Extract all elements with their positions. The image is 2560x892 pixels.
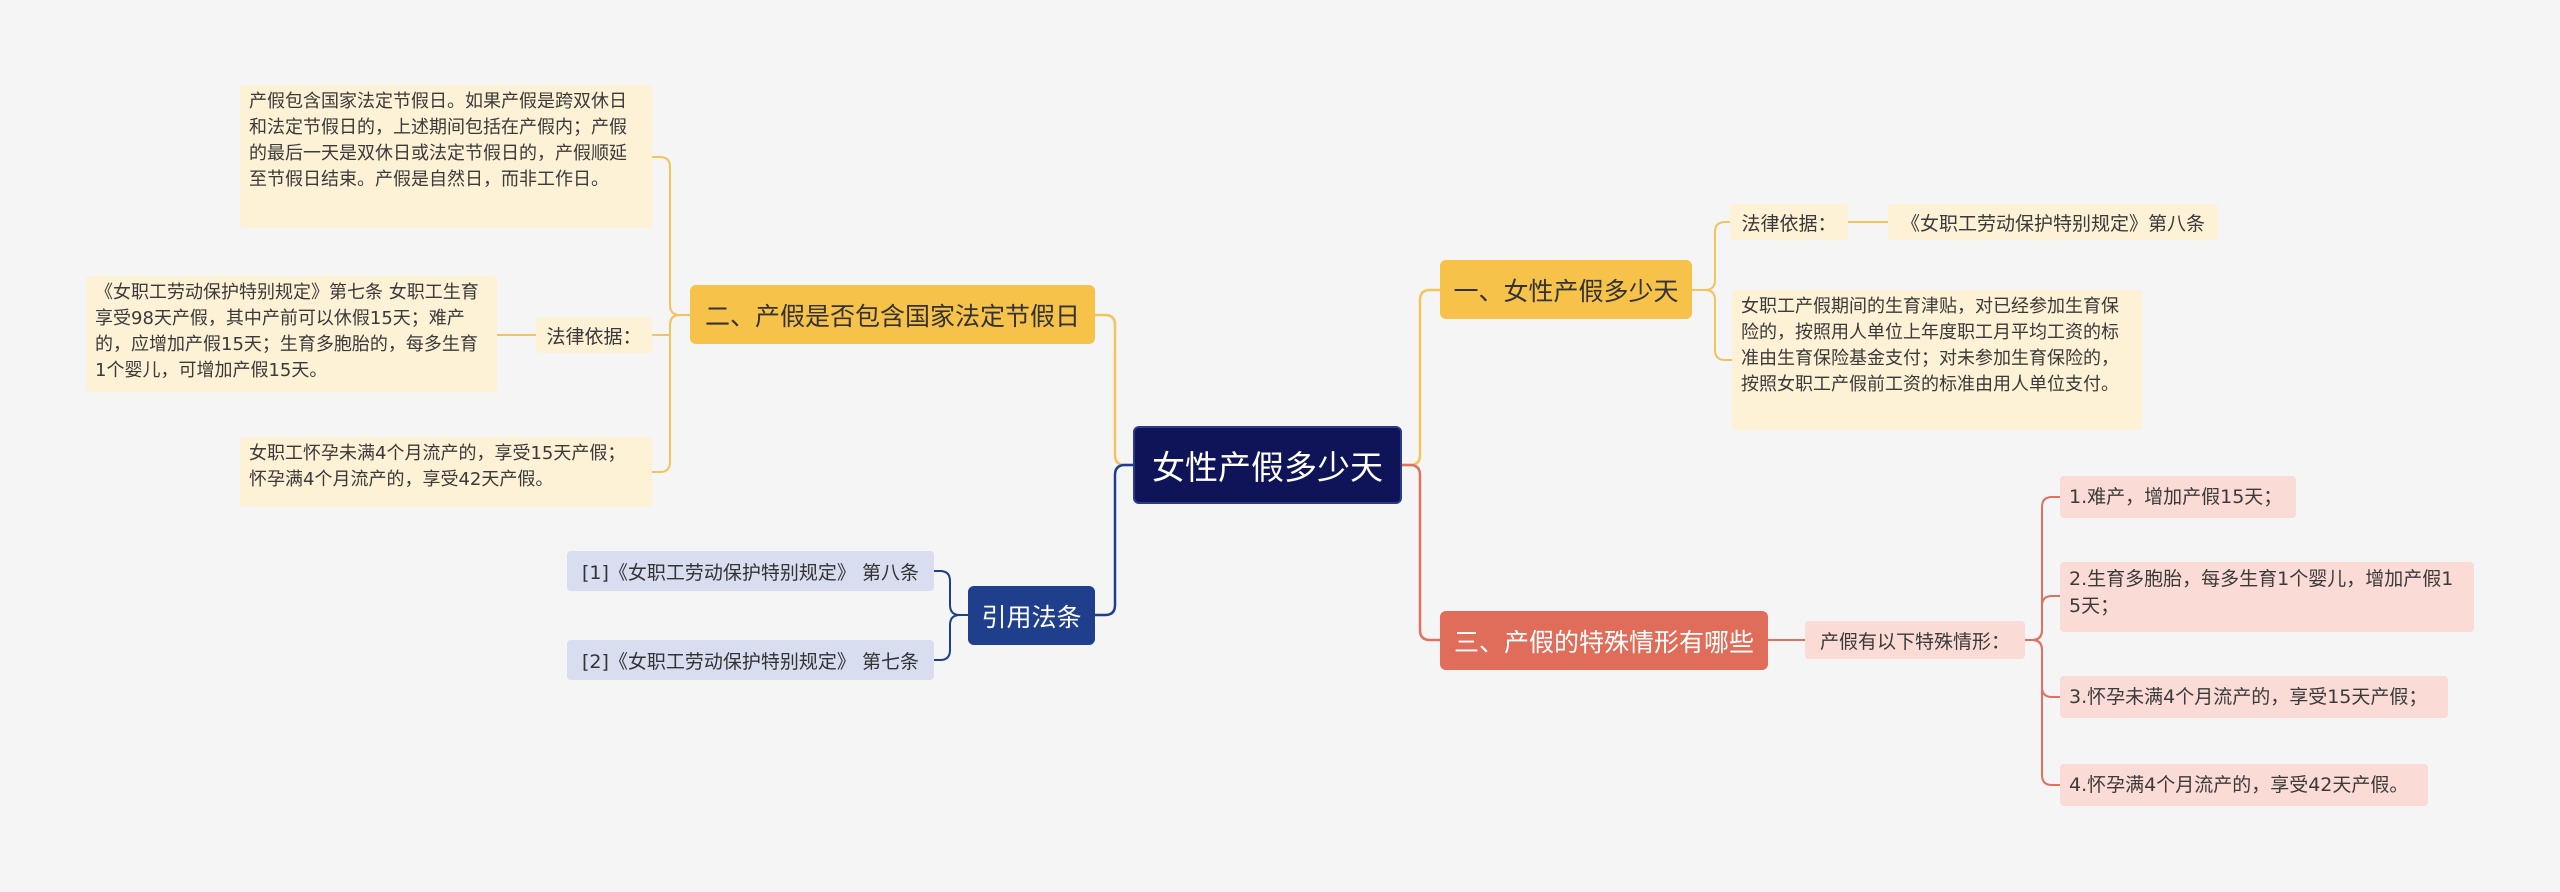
b2-legal-label[interactable]: 法律依据：: [536, 317, 652, 353]
link-b1-detail: [1692, 289, 1732, 361]
b4-ref-2[interactable]: [2]《女职工劳动保护特别规定》 第七条: [567, 640, 934, 680]
branch-1-title: 一、女性产假多少天: [1453, 276, 1679, 306]
branch-2-node[interactable]: 二、产假是否包含国家法定节假日: [690, 285, 1095, 344]
b1-detail-text[interactable]: 女职工产假期间的生育津贴，对已经参加生育保险的，按照用人单位上年度职工月平均工资…: [1732, 290, 2142, 430]
branch-3-title: 三、产假的特殊情形有哪些: [1453, 627, 1754, 657]
branch-4-title: 引用法条: [981, 602, 1082, 632]
link-b4-ref2: [934, 614, 968, 661]
link-root-b2: [1095, 313, 1133, 467]
b2-note-bottom[interactable]: 女职工怀孕未满4个月流产的，享受15天产假；怀孕满4个月流产的，享受42天产假。: [240, 437, 652, 507]
link-root-b3: [1402, 463, 1440, 642]
b3-label[interactable]: 产假有以下特殊情形：: [1805, 621, 2025, 659]
branch-3-node[interactable]: 三、产假的特殊情形有哪些: [1440, 611, 1768, 670]
link-b2-note-top: [652, 156, 690, 316]
link-b3-item4: [2025, 639, 2060, 786]
b3-item-4[interactable]: 4.怀孕满4个月流产的，享受42天产假。: [2060, 764, 2428, 806]
b3-item-1[interactable]: 1.难产，增加产假15天；: [2060, 476, 2296, 518]
b4-ref-1[interactable]: [1]《女职工劳动保护特别规定》 第八条: [567, 551, 934, 591]
b3-item-2[interactable]: 2.生育多胞胎，每多生育1个婴儿，增加产假15天；: [2060, 562, 2474, 632]
branch-1-node[interactable]: 一、女性产假多少天: [1440, 260, 1692, 319]
root-title: 女性产假多少天: [1152, 448, 1383, 487]
link-b1-legal: [1692, 221, 1730, 291]
root-node[interactable]: 女性产假多少天: [1133, 426, 1402, 504]
b2-legal-text[interactable]: 《女职工劳动保护特别规定》第七条 女职工生育享受98天产假，其中产前可以休假15…: [86, 276, 497, 392]
branch-2-title: 二、产假是否包含国家法定节假日: [704, 301, 1080, 331]
link-b2-note-bottom: [652, 314, 690, 473]
b2-note-top[interactable]: 产假包含国家法定节假日。如果产假是跨双休日和法定节假日的，上述期间包括在产假内；…: [240, 85, 652, 228]
b1-legal-label[interactable]: 法律依据：: [1730, 204, 1848, 240]
link-b4-ref1: [934, 570, 968, 616]
link-root-b1: [1402, 288, 1440, 467]
link-root-b4: [1095, 463, 1133, 617]
b3-item-3[interactable]: 3.怀孕未满4个月流产的，享受15天产假；: [2060, 676, 2448, 718]
branch-4-node[interactable]: 引用法条: [968, 586, 1095, 645]
link-b3-item2: [2025, 595, 2060, 641]
b1-legal-value[interactable]: 《女职工劳动保护特别规定》第八条: [1888, 204, 2218, 240]
